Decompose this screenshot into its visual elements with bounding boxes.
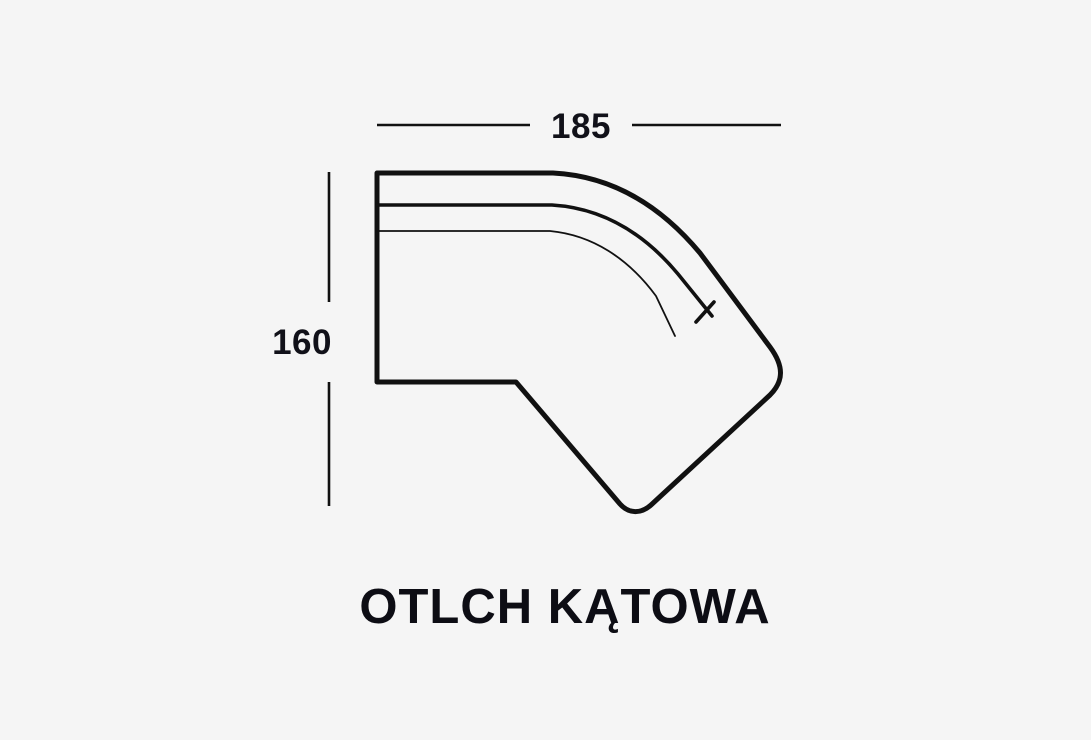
backrest-notch-segment xyxy=(694,300,716,324)
depth-dimension-label: 160 xyxy=(272,323,332,362)
width-dimension: 185 xyxy=(377,107,781,146)
depth-dimension: 160 xyxy=(272,172,332,506)
width-dimension-label: 185 xyxy=(551,107,611,146)
backrest-inner-contour xyxy=(375,203,714,318)
seat-cushion-line xyxy=(376,230,676,337)
sofa-outer-outline xyxy=(374,170,783,515)
diagram-title: OTLCH KĄTOWA xyxy=(359,580,770,634)
